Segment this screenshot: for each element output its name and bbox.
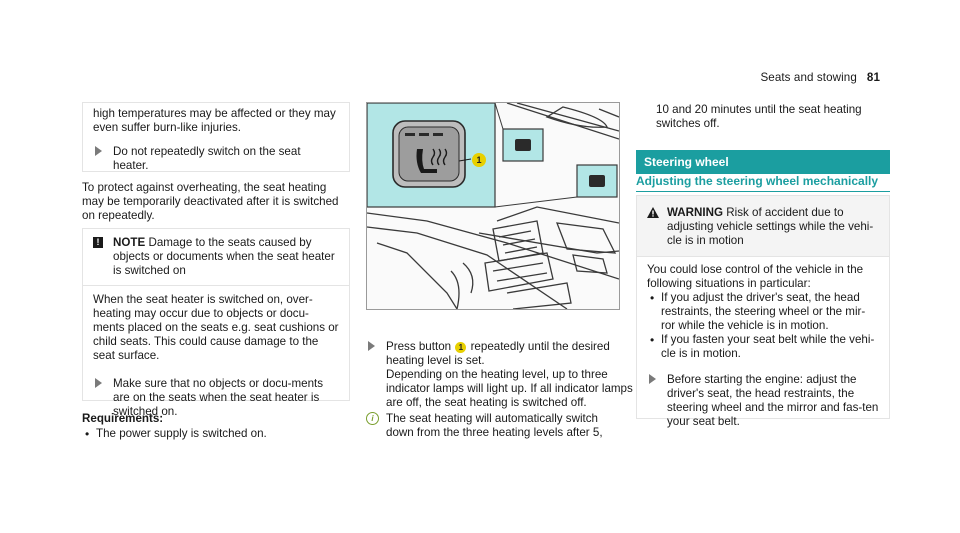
warning-title: WARNING [667,206,724,219]
section-name: Seats and stowing [760,71,857,84]
requirements-title: Requirements: [82,412,164,425]
subsection-title: Adjusting the steering wheel mechanicall… [636,174,890,192]
warning-title-text: Risk of accident due to adjusting vehicl… [667,206,874,247]
note-title-text: Damage to the seats caused by objects or… [113,236,335,277]
requirement-item: The power supply is switched on. [82,427,364,441]
seat-heater-figure: 1 [366,102,620,310]
note-title: NOTE [113,236,146,249]
figure-callout-1: 1 [472,153,486,167]
step-arrow-icon [368,341,375,351]
warning-item: If you adjust the driver's seat, the hea… [647,291,879,333]
warning-heading: WARNING Risk of accident due to adjustin… [667,206,879,248]
box-continued-text: high temperatures may be affected or the… [93,107,336,134]
warning-item-text: If you adjust the driver's seat, the hea… [661,291,866,332]
heating-level-text: Depending on the heating level, up to th… [386,368,633,409]
step-arrow-icon [95,146,102,156]
button-callout-1: 1 [455,342,467,353]
warning-item: If you fasten your seat belt while the v… [647,333,879,361]
continued-text: 10 and 20 minutes until the seat heating… [656,103,862,130]
section-title: Steering wheel [644,155,729,169]
step-pre: Press button [386,340,452,353]
press-button-step: Press button 1 repeatedly until the desi… [366,340,644,410]
warning-triangle-icon [647,207,659,218]
section-title-bar: Steering wheel [636,150,890,174]
step-arrow-icon [649,374,656,384]
info-text: The seat heating will automatically swit… [386,412,603,439]
page-number: 81 [866,71,880,84]
step-arrow-icon [95,378,102,388]
note-step-text: Make sure that no objects or docu-ments … [113,377,324,418]
page-header: Seats and stowing 81 [760,71,880,85]
note-heading: NOTE Damage to the seats caused by objec… [113,236,339,278]
note-instruction-step: Make sure that no objects or docu-ments … [93,377,339,419]
press-button-text: Press button 1 repeatedly until the desi… [386,340,644,368]
subsection-title-text: Adjusting the steering wheel mechanicall… [636,174,879,188]
note-box: ! NOTE Damage to the seats caused by obj… [82,228,350,418]
info-icon: i [366,412,379,425]
overheating-paragraph: To protect against overheating, the seat… [82,181,339,222]
step-post: repeatedly until the desired heating lev… [386,340,610,367]
door-panel-illustration [367,103,619,309]
warning-box: WARNING Risk of accident due to adjustin… [636,195,890,428]
warning-body: You could lose control of the vehicle in… [647,263,864,290]
info-note: i The seat heating will automatically sw… [366,412,624,440]
note-icon: ! [93,237,103,248]
instruction-step: Do not repeatedly switch on the seat hea… [93,145,339,173]
warning-instruction-step: Before starting the engine: adjust the d… [647,373,879,429]
step-text: Do not repeatedly switch on the seat hea… [113,145,301,172]
requirement-text: The power supply is switched on. [96,427,267,440]
safety-box-top: high temperatures may be affected or the… [82,102,350,172]
warning-item-text: If you fasten your seat belt while the v… [661,333,875,360]
warning-step-text: Before starting the engine: adjust the d… [667,373,879,428]
note-body: When the seat heater is switched on, ove… [93,293,339,362]
